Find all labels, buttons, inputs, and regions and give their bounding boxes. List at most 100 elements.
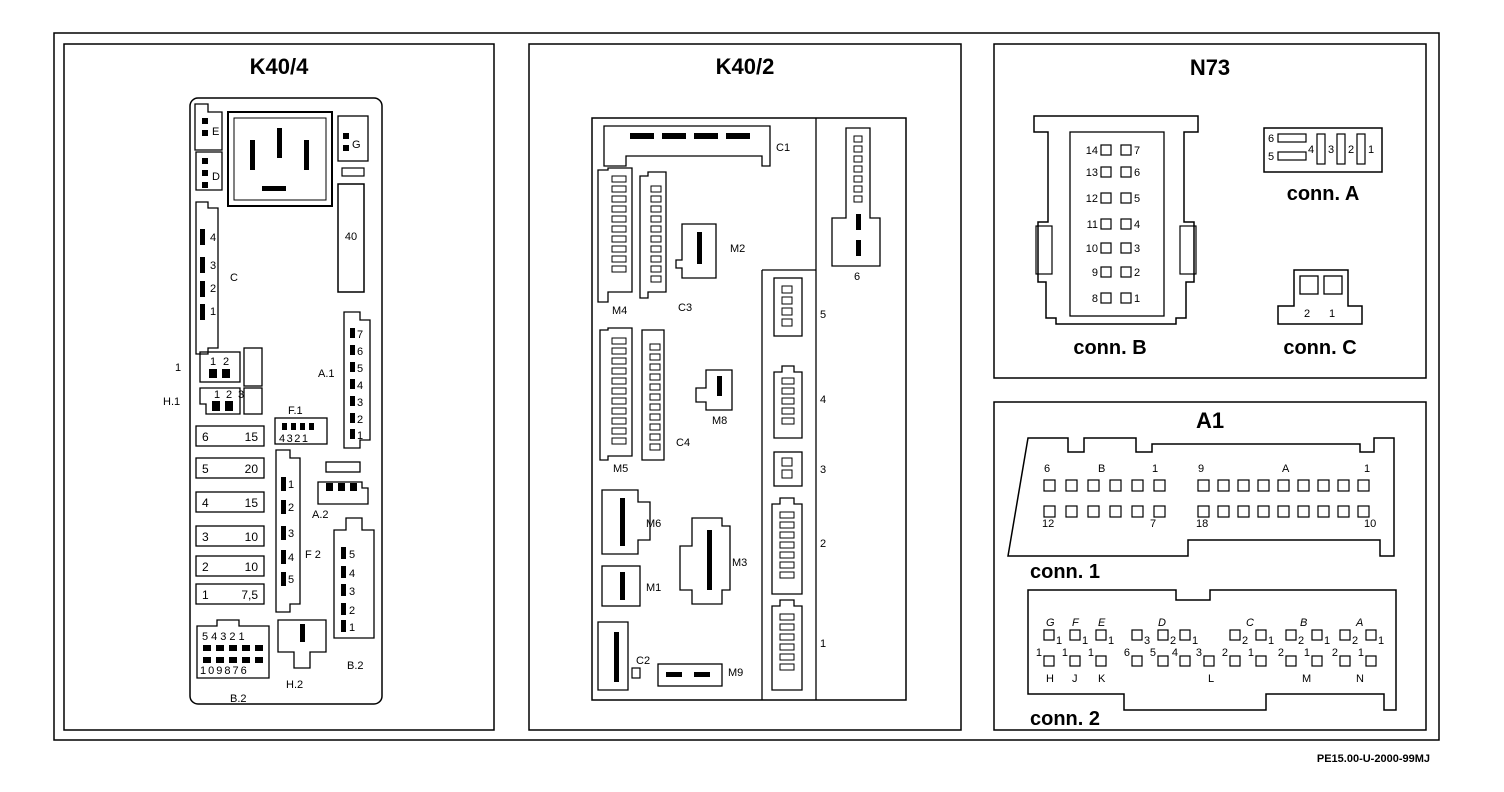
pin-socket — [1100, 218, 1112, 230]
c2-group-top: E — [1098, 617, 1106, 629]
label-slot-4: 4 — [820, 394, 826, 406]
label-m3: M3 — [732, 557, 747, 569]
label-m1: M1 — [646, 582, 661, 594]
b-pin-right: 3 — [1134, 243, 1140, 255]
b-pin-left: 9 — [1092, 267, 1098, 279]
h1-pin-2: 2 — [226, 389, 232, 401]
connector-h1: H.1 1 2 3 — [163, 387, 263, 415]
pin-socket — [1277, 505, 1290, 518]
pin-socket — [1157, 655, 1169, 667]
fuse-amperage: 10 — [245, 530, 259, 544]
a1-pin-7: 7 — [357, 329, 363, 341]
c1-label-1-left: 1 — [1152, 463, 1158, 475]
main-relay — [227, 111, 333, 207]
connector-c1: C1 — [603, 125, 790, 167]
c2-row2-pin: 4 — [1172, 647, 1178, 659]
pin-socket — [1217, 505, 1230, 518]
connector-g: G — [337, 115, 369, 162]
c2-row2-pin: 1 — [1062, 647, 1068, 659]
connector-e: E — [194, 103, 223, 151]
pin-socket — [1120, 144, 1132, 156]
c2-row2-pin: 2 — [1222, 647, 1228, 659]
panel-k40-2: K40/2 C1 M4 C3 — [528, 43, 962, 731]
c2-group-bottom: J — [1072, 673, 1078, 685]
c2-group-top: A — [1355, 617, 1363, 629]
pin-socket — [1357, 505, 1370, 518]
pin-socket — [1237, 505, 1250, 518]
b2r-pin-5: 5 — [349, 549, 355, 561]
connector-c2: C2 — [597, 621, 650, 691]
c2-row1-pin: 2 — [1242, 635, 1248, 647]
pin-socket — [1109, 479, 1122, 492]
a1-title: A1 — [1196, 408, 1224, 433]
pin-socket — [1131, 629, 1143, 641]
label-slot-5: 5 — [820, 309, 826, 321]
connector-f2: 1 2 3 4 5 F 2 — [275, 449, 321, 613]
pin-socket — [1365, 629, 1377, 641]
fuse — [195, 425, 265, 447]
b-pin-left: 12 — [1086, 193, 1098, 205]
pin-socket — [1069, 629, 1081, 641]
pin-socket — [1153, 479, 1166, 492]
pin-socket — [1120, 266, 1132, 278]
b2b-bottom-pins: 109876 — [200, 665, 249, 677]
pin-socket — [1087, 479, 1100, 492]
pin-socket — [1043, 505, 1056, 518]
b-pin-left: 13 — [1086, 167, 1098, 179]
connector-m6: M6 — [601, 489, 661, 555]
pin-socket — [1229, 655, 1241, 667]
slot-1: 1 — [771, 599, 826, 691]
c2-row1-pin: 1 — [1324, 635, 1330, 647]
label-g: G — [352, 139, 361, 151]
c2-row1-pin: 1 — [1268, 635, 1274, 647]
a1-pin-5: 5 — [357, 363, 363, 375]
b-pin-right: 2 — [1134, 267, 1140, 279]
c2-row1-pin: 1 — [1056, 635, 1062, 647]
c2-row2-pin: 6 — [1124, 647, 1130, 659]
slot-3: 3 — [773, 451, 826, 487]
pin-socket — [1131, 479, 1144, 492]
connector-m3: M3 — [679, 517, 747, 605]
connector-f1: F.1 4321 — [274, 405, 328, 445]
pin-socket — [1095, 629, 1107, 641]
b-pin-left: 11 — [1087, 219, 1098, 231]
c-pin-4: 4 — [210, 232, 216, 244]
pin-socket — [1095, 655, 1107, 667]
b2r-pin-1: 1 — [349, 622, 355, 634]
h1-pin-3: 3 — [238, 389, 244, 401]
pin-socket — [1069, 655, 1081, 667]
label-conn-2: conn. 2 — [1030, 708, 1100, 730]
c2-row1-pin: 2 — [1298, 635, 1304, 647]
h1-pin-1: 1 — [214, 389, 220, 401]
c2-row2-pin: 1 — [1358, 647, 1364, 659]
f2-pin-5: 5 — [288, 574, 294, 586]
b-pin-right: 5 — [1134, 193, 1140, 205]
c2-group-bottom: K — [1098, 673, 1106, 685]
label-a2: A.2 — [312, 509, 329, 521]
pin-socket — [1277, 479, 1290, 492]
c2-row2-pin: 2 — [1332, 647, 1338, 659]
label-relay-40: 40 — [345, 231, 357, 243]
c2-row2-pin: 1 — [1036, 647, 1042, 659]
c2-row1-pin: 1 — [1108, 635, 1114, 647]
pin-socket — [1120, 192, 1132, 204]
pin-socket — [1179, 655, 1191, 667]
label-c3: C3 — [678, 302, 692, 314]
pin-socket — [1100, 292, 1112, 304]
c2-row1-pin: 1 — [1378, 635, 1384, 647]
pin-socket — [1131, 505, 1144, 518]
b2b-top-pins: 54321 — [202, 631, 248, 643]
connector-m5: M5 — [599, 327, 633, 475]
pin-socket — [1257, 505, 1270, 518]
label-d: D — [212, 171, 220, 183]
c2-row1-pin: 1 — [1082, 635, 1088, 647]
c-pin-3: 3 — [210, 260, 216, 272]
c-pin-2: 2 — [210, 283, 216, 295]
pin-socket — [1217, 479, 1230, 492]
c2-row1-pin: 1 — [1192, 635, 1198, 647]
pin-socket — [1120, 292, 1132, 304]
pin-socket — [1157, 629, 1169, 641]
slot-6: 6 — [831, 127, 881, 283]
